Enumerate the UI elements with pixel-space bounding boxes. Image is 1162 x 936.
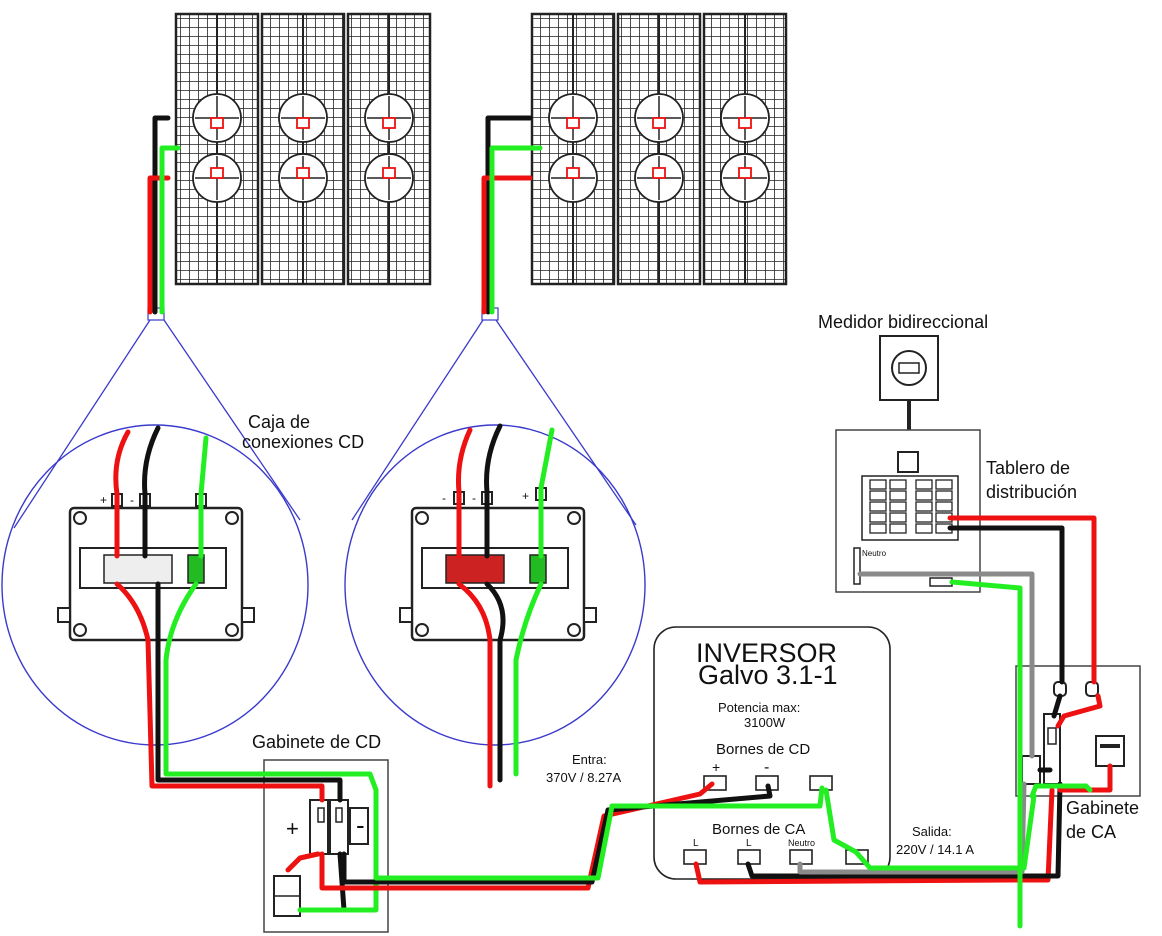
solar-array-left [174,12,432,286]
solar-panel-icon [702,12,788,286]
svg-text:+: + [712,759,720,775]
svg-text:+: + [100,493,107,507]
dc-terminals-label: Bornes de CD [716,741,810,758]
junction-box-icon [634,153,684,203]
ac-terminals-label: Bornes de CA [712,821,805,838]
inverter-neutral-label: Neutro [788,838,815,848]
svg-text:-: - [472,491,476,505]
svg-text:-: - [130,493,134,507]
junction-box-icon [364,93,414,143]
breaker-icon [869,479,953,534]
junction-box-icon [278,153,328,203]
svg-text:L: L [693,838,699,849]
meter-label: Medidor bidireccional [818,312,988,332]
junction-box-icon [548,153,598,203]
ac-cabinet-label-line2: de CA [1066,822,1116,842]
power-title: Potencia max: [718,700,800,715]
dc-cabinet-label: Gabinete de CD [252,732,381,752]
distribution-panel [835,429,981,593]
dc-junction-box-label-line2: conexiones CD [242,432,364,452]
junction-box-icon [278,93,328,143]
inverter-model: Galvo 3.1-1 [698,660,838,690]
solar-panel-icon [616,12,702,286]
junction-box-icon [364,153,414,203]
output-value: 220V / 14.1 A [896,842,974,857]
ac-cabinet-label-line1: Gabinete [1066,798,1139,818]
junction-box-icon [192,93,242,143]
panel-label-line2: distribución [986,482,1077,502]
panel-label-line1: Tablero de [986,458,1070,478]
dc-junction-box-label-line1: Caja de [248,412,310,432]
junction-box-icon [192,153,242,203]
zoom-callout-right [344,307,646,746]
junction-box-icon [548,93,598,143]
junction-box-icon [720,93,770,143]
solar-panel-icon [530,12,616,286]
power-value: 3100W [744,715,786,730]
inverter-title: INVERSOR [696,638,837,668]
input-title: Entra: [572,752,607,767]
input-value: 370V / 8.27A [546,770,621,785]
meter-icon [879,335,939,430]
svg-text:-: - [356,810,365,840]
wires [113,115,1113,929]
dc-cabinet: + - [263,759,389,933]
junction-box-icon [634,93,684,143]
solar-panel-icon [346,12,432,286]
panel-neutral-label: Neutro [862,549,887,558]
svg-text:-: - [764,759,769,776]
junction-box-icon [720,153,770,203]
solar-panel-icon [174,12,260,286]
svg-text:L: L [746,838,752,849]
svg-text:+: + [522,489,529,503]
solar-panel-icon [260,12,346,286]
output-title: Salida: [912,824,952,839]
ac-cabinet [1015,665,1141,797]
solar-array-right [530,12,788,286]
labels: Caja de conexiones CD Gabinete de CD Ent… [242,312,1139,857]
svg-text:-: - [442,491,446,505]
dc-junction-box-right: - - + [399,487,597,642]
svg-text:+: + [286,816,299,841]
